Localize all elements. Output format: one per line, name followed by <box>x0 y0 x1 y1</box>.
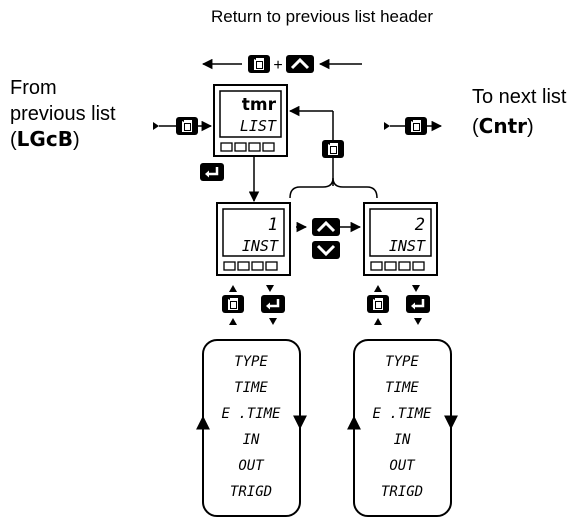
parameter-list-2: TYPE TIME E .TIME IN OUT TRIGD <box>347 339 458 517</box>
outgoing-arrow <box>384 117 443 135</box>
instance-2-keys <box>367 285 430 325</box>
parameter-list-1: TYPE TIME E .TIME IN OUT TRIGD <box>196 339 307 517</box>
param-elapsed-time: E .TIME <box>372 406 432 422</box>
param-type: TYPE <box>234 354 268 370</box>
param-type: TYPE <box>385 354 419 370</box>
return-arrow-row: + <box>201 55 362 74</box>
param-triggered: TRIGD <box>381 484 423 500</box>
instance-scroll-keys <box>296 218 362 259</box>
page-key-icon <box>176 117 198 135</box>
instance-1-keys <box>222 285 285 325</box>
instance-1-label: INST <box>242 237 279 255</box>
previous-list-label: previous list <box>10 103 116 125</box>
param-in: IN <box>394 432 411 448</box>
param-elapsed-time: E .TIME <box>221 406 281 422</box>
from-label: From <box>10 77 57 99</box>
param-out: OUT <box>389 458 416 474</box>
display-line1: tmr <box>242 95 277 115</box>
param-time: TIME <box>385 380 419 396</box>
down-key-icon <box>312 241 340 259</box>
instance-2-label: INST <box>389 237 426 255</box>
param-time: TIME <box>234 380 268 396</box>
param-out: OUT <box>238 458 265 474</box>
to-next-list-label: To next list <box>472 86 567 108</box>
page-key-icon <box>248 55 270 73</box>
previous-list-code: (LGcB) <box>10 127 80 151</box>
up-key-icon <box>312 218 340 236</box>
incoming-arrow <box>153 117 213 135</box>
enter-key-icon <box>261 295 285 313</box>
page-key-icon <box>222 295 244 313</box>
loop-back-connector <box>288 105 378 199</box>
list-header-display: tmr LIST <box>213 84 288 157</box>
page-key-icon <box>322 140 344 158</box>
display-line2: LIST <box>240 117 277 135</box>
param-triggered: TRIGD <box>230 484 272 500</box>
instance-2-display: 2 INST <box>363 202 438 276</box>
page-key-icon <box>367 295 389 313</box>
enter-key-icon <box>200 163 224 181</box>
return-to-header-label: Return to previous list header <box>211 7 433 26</box>
enter-key-icon <box>406 295 430 313</box>
plus-sign: + <box>273 57 282 74</box>
next-list-code: (Cntr) <box>472 114 534 138</box>
up-key-icon <box>286 55 314 73</box>
instance-1-display: 1 INST <box>216 202 291 276</box>
page-key-icon <box>405 117 427 135</box>
param-in: IN <box>243 432 260 448</box>
instance-1-number: 1 <box>268 215 278 235</box>
instance-2-number: 2 <box>415 215 425 235</box>
